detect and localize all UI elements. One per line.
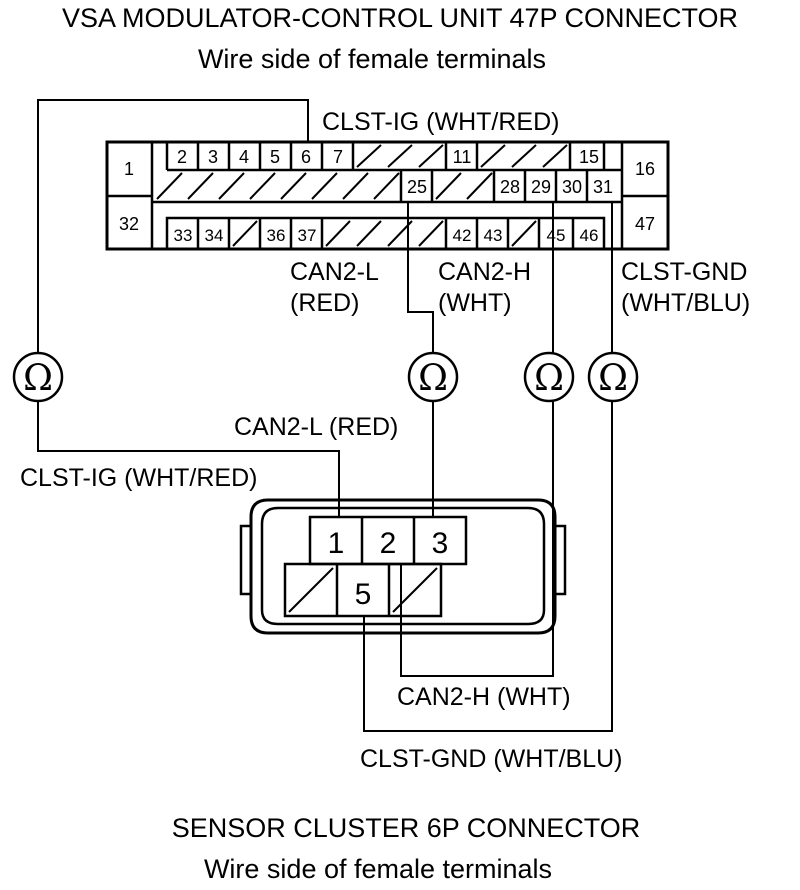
sensor-cluster-6p-connector: 1 2 3 5: [239, 498, 567, 635]
pin-label: 46: [580, 226, 599, 245]
ohmmeter: Ω: [523, 351, 575, 403]
label-clst-ig-bottom: CLST-IG (WHT/RED): [20, 464, 258, 492]
wires: [37, 99, 613, 732]
ohmmeter: Ω: [407, 351, 459, 403]
connector-6p-inner-housing: [260, 506, 546, 626]
pin-label: 33: [174, 226, 193, 245]
top-connector-title: VSA MODULATOR-CONTROL UNIT 47P CONNECTOR: [62, 3, 738, 33]
wire-can2l-upper: [407, 202, 434, 353]
label-clstgnd-bottom: CLST-GND (WHT/BLU): [360, 745, 623, 773]
pin-label: 1: [124, 159, 134, 179]
ohm-icon: Ω: [23, 358, 53, 399]
pin-label: 5: [355, 578, 372, 611]
label-can2h-top-color: (WHT): [438, 289, 512, 317]
label-can2l-top-color: (RED): [290, 289, 359, 317]
pin-label: 37: [298, 226, 317, 245]
pin-label: 4: [239, 147, 249, 167]
connector-47p-pin-labels: 1 2 3 4 5 6 7 11 15 16 25 28 29 30 31 32…: [119, 147, 655, 245]
pin-label: 31: [593, 177, 613, 197]
label-clstgnd-top: CLST-GND: [621, 258, 747, 286]
pin-label: 43: [484, 226, 503, 245]
connector-6p-housing: [249, 498, 557, 635]
ohmmeter-circle: [523, 351, 575, 403]
pin-label: 2: [380, 527, 397, 560]
pin-label: 29: [531, 177, 551, 197]
ohm-icon: Ω: [418, 358, 448, 399]
pin-label: 2: [177, 147, 187, 167]
locking-tab-left: [239, 524, 253, 596]
pin-label: 5: [270, 147, 280, 167]
pin-label: 1: [328, 527, 345, 560]
ohm-icon: Ω: [598, 358, 628, 399]
connector-47p-bottom-row: [165, 216, 606, 251]
bottom-connector-subtitle: Wire side of female terminals: [204, 854, 552, 884]
top-connector-subtitle: Wire side of female terminals: [198, 44, 546, 74]
wire-clst-ig-lower: [37, 401, 340, 517]
pin-label: 36: [267, 226, 286, 245]
label-can2h-bottom: CAN2-H (WHT): [397, 683, 571, 711]
pin-label: 47: [635, 214, 655, 234]
vsa-47p-connector: 1 2 3 4 5 6 7 11 15 16 25 28 29 30 31 32…: [105, 140, 670, 251]
pin-label: 11: [453, 147, 472, 167]
label-can2h-top: CAN2-H: [438, 258, 531, 286]
label-clstgnd-top-color: (WHT/BLU): [621, 289, 750, 317]
bottom-connector-title: SENSOR CLUSTER 6P CONNECTOR: [172, 813, 641, 843]
pin-label: 6: [301, 147, 311, 167]
pin-label: 34: [205, 226, 224, 245]
pin-label: 3: [432, 527, 449, 560]
ohmmeter-circle: [12, 351, 64, 403]
pin-label: 45: [547, 226, 566, 245]
pin-label: 16: [635, 159, 655, 179]
pin-label: 32: [119, 214, 139, 234]
pin-label: 25: [407, 177, 427, 197]
connector-6p-bottom-row: [283, 562, 443, 618]
ohmmeter-circle: [587, 351, 639, 403]
pin-label: 3: [208, 147, 218, 167]
ohmmeter: Ω: [12, 351, 64, 403]
pin-label: 28: [500, 177, 520, 197]
label-clst-ig-top: CLST-IG (WHT/RED): [322, 108, 560, 136]
pin-label: 42: [453, 226, 472, 245]
pin-label: 15: [579, 147, 599, 167]
locking-tab-right: [553, 524, 567, 596]
ohm-icon: Ω: [534, 358, 564, 399]
wire-can2h-lower: [400, 401, 554, 677]
label-can2l-top: CAN2-L: [290, 258, 379, 286]
ohmmeter-circle: [407, 351, 459, 403]
wire-clst-ig-upper: [37, 99, 309, 353]
pin-label: 7: [333, 147, 343, 167]
wire-clstgnd-lower: [363, 401, 613, 732]
pin-label: 30: [562, 177, 582, 197]
ohmmeter: Ω: [587, 351, 639, 403]
label-can2l-bottom: CAN2-L (RED): [234, 413, 398, 441]
